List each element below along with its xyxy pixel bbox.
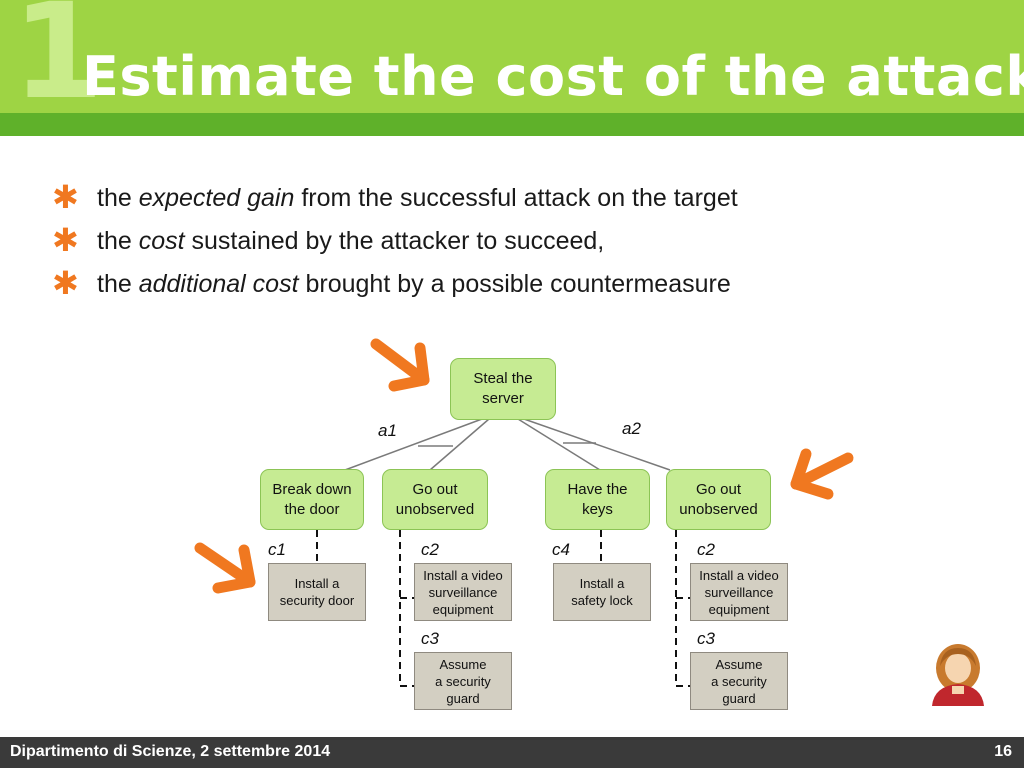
- countermeasure-security-door: Install a security door: [268, 563, 366, 621]
- countermeasure-video-surveillance: Install a video surveillance equipment: [414, 563, 512, 621]
- edge-go-out-2-cm: [675, 530, 690, 687]
- orange-arrow-icon: [370, 338, 430, 392]
- countermeasure-safety-lock: Install a safety lock: [553, 563, 651, 621]
- asterisk-bullet-icon: ✱: [52, 265, 79, 301]
- attack-label-a1: a1: [378, 421, 397, 440]
- edge-go-out-1-cm: [399, 530, 414, 687]
- asterisk-bullet-icon: ✱: [52, 179, 79, 215]
- orange-arrow-icon: [194, 542, 256, 594]
- header-band: [0, 113, 1024, 136]
- bullet-text: the additional cost brought by a possibl…: [97, 270, 731, 298]
- cost-label: c3: [421, 629, 439, 648]
- cost-label: c1: [268, 540, 286, 559]
- subgoal-go-out-unobserved: Go out unobserved: [666, 469, 771, 530]
- subgoal-break-door: Break down the door: [260, 469, 364, 530]
- bullet-emphasis: cost: [138, 227, 185, 255]
- root-goal-node: Steal the server: [450, 358, 556, 420]
- subgoal-go-out-unobserved: Go out unobserved: [382, 469, 488, 530]
- edge-root-go-out-2: [523, 418, 671, 471]
- countermeasure-security-guard: Assume a security guard: [414, 652, 512, 710]
- slide-footer: Dipartimento di Scienze, 2 settembre 201…: [0, 737, 1024, 768]
- bullet-text: the cost sustained by the attacker to su…: [97, 227, 605, 255]
- edge-root-have-keys: [517, 418, 601, 471]
- cost-label: c2: [421, 540, 439, 559]
- bullet-emphasis: expected gain: [138, 184, 295, 212]
- subgoal-have-keys: Have the keys: [545, 469, 650, 530]
- countermeasure-video-surveillance: Install a video surveillance equipment: [690, 563, 788, 621]
- attack-label-a2: a2: [622, 419, 641, 438]
- bullet-text: the expected gain from the successful at…: [97, 184, 738, 212]
- edge-root-break-door: [344, 418, 483, 471]
- slide-number: 1: [12, 0, 104, 129]
- slide-title: Estimate the cost of the attack: [82, 45, 1024, 108]
- footer-department: Dipartimento di Scienze, 2 settembre 201…: [10, 743, 331, 760]
- edge-root-go-out-1: [429, 418, 490, 471]
- cost-label: c3: [697, 629, 715, 648]
- cost-label: c4: [552, 540, 570, 559]
- cost-label: c2: [697, 540, 715, 559]
- bullet-emphasis: additional cost: [138, 270, 299, 298]
- asterisk-bullet-icon: ✱: [52, 222, 79, 258]
- orange-arrow-icon: [790, 448, 854, 500]
- attacker-avatar-icon: [932, 644, 984, 706]
- countermeasure-security-guard: Assume a security guard: [690, 652, 788, 710]
- slide-header: [0, 0, 1024, 113]
- footer-page-number: 16: [994, 743, 1012, 760]
